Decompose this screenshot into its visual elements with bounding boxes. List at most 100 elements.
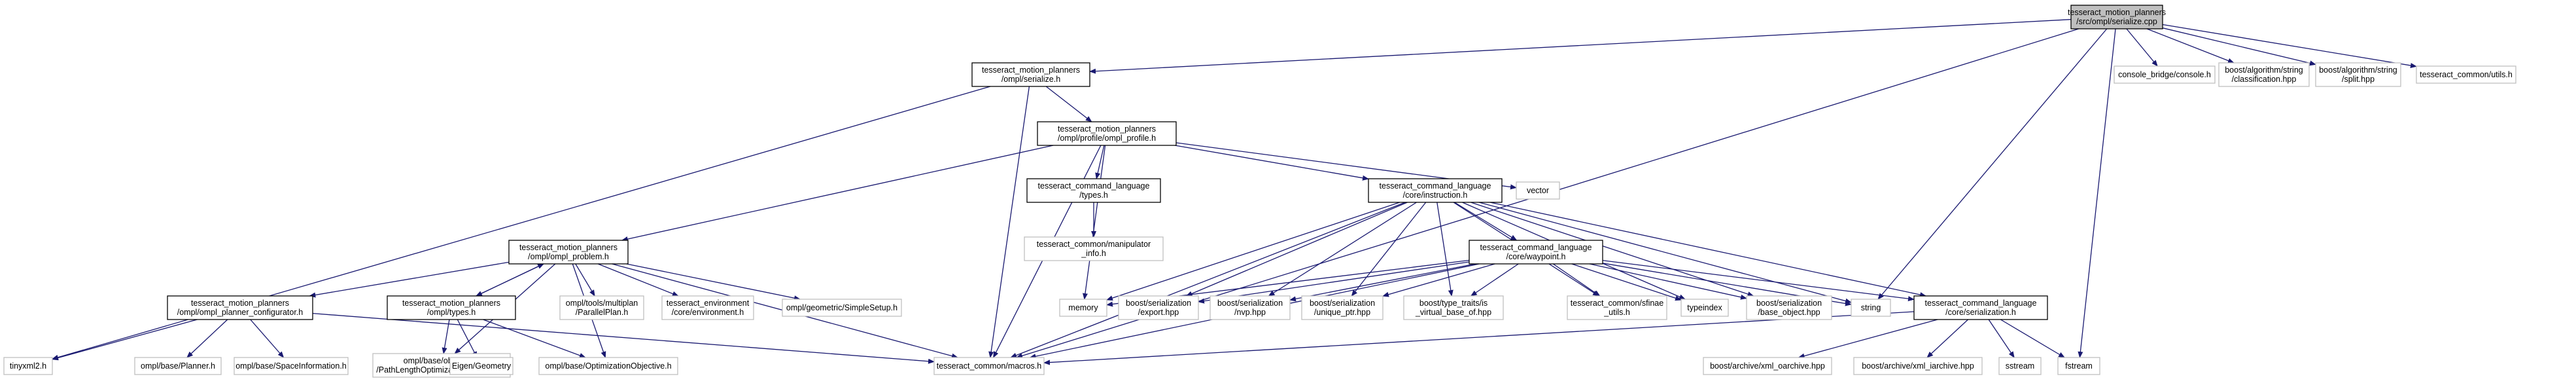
- node-label-line: tesseract_common/utils.h: [2420, 70, 2513, 79]
- node-box: [1853, 357, 1983, 375]
- node-instruction[interactable]: tesseract_command_language/core/instruct…: [1368, 178, 1503, 203]
- edge-serialize_h-to-ompl_profile: [1045, 86, 1092, 122]
- node-box: [1368, 178, 1503, 203]
- edge-planner_configurator-to-planner_h: [186, 319, 228, 358]
- node-planner_configurator[interactable]: tesseract_motion_planners/ompl/ompl_plan…: [167, 295, 313, 320]
- dependency-nodes: tesseract_motion_planners/src/ompl/seria…: [3, 5, 2516, 378]
- node-serialize_h[interactable]: tesseract_motion_planners/ompl/serialize…: [971, 62, 1090, 87]
- node-label-line: string: [1861, 303, 1881, 312]
- node-label-line: tesseract_motion_planners: [1058, 124, 1156, 134]
- edge-ompl_problem-to-parallel_plan: [575, 263, 595, 297]
- node-label-line: ompl/base/Planner.h: [141, 361, 215, 371]
- edge-root-to-console: [2126, 28, 2158, 67]
- node-manipulator_info: tesseract_common/manipulator_info.h: [1024, 236, 1164, 261]
- node-label-line: boost/algorithm/string: [2319, 65, 2397, 75]
- edge-waypoint-to-base_object: [1589, 263, 1747, 300]
- node-waypoint[interactable]: tesseract_command_language/core/waypoint…: [1469, 240, 1603, 265]
- node-label-line: boost/serialization: [1756, 299, 1822, 308]
- node-label-line: /core/serialization.h: [1945, 308, 2016, 317]
- node-macros: tesseract_common/macros.h: [933, 357, 1045, 375]
- edge-ompl_profile-to-memory: [1083, 145, 1106, 300]
- node-label-line: tesseract_motion_planners: [402, 299, 500, 308]
- node-environment: tesseract_environment/core/environment.h: [661, 295, 754, 320]
- node-box: [2416, 65, 2516, 84]
- node-label-line: memory: [1068, 303, 1098, 312]
- edge-root-to-classification: [2146, 28, 2235, 64]
- node-box: [1469, 240, 1603, 265]
- node-label-line: /core/instruction.h: [1403, 191, 1468, 200]
- node-is_virtual_base: boost/type_traits/is_virtual_base_of.hpp: [1403, 295, 1504, 320]
- edge-waypoint-to-is_virtual_base: [1470, 263, 1519, 297]
- node-box: [1301, 295, 1384, 320]
- node-label-line: /ompl/serialize.h: [1001, 75, 1060, 84]
- node-label-line: boost/serialization: [1310, 299, 1375, 308]
- node-box: [1118, 295, 1199, 320]
- node-box: [1403, 295, 1504, 320]
- node-label-line: tesseract_command_language: [1038, 181, 1150, 191]
- node-label-line: boost/serialization: [1126, 299, 1191, 308]
- node-classification: boost/algorithm/string/classification.hp…: [2218, 62, 2310, 87]
- node-label-line: _utils.h: [1603, 308, 1630, 317]
- node-label-line: /export.hpp: [1138, 308, 1179, 317]
- node-label-line: /unique_ptr.hpp: [1314, 308, 1370, 317]
- edge-planner_configurator-to-tinyxml2: [52, 319, 198, 361]
- node-box: [3, 357, 53, 375]
- edge-instruction-to-nvp: [1268, 202, 1417, 297]
- edge-waypoint-to-cl_serialization: [1602, 260, 1915, 302]
- node-label-line: boost/serialization: [1217, 299, 1283, 308]
- node-label-line: _info.h: [1081, 249, 1106, 258]
- node-label-line: ompl/base/SpaceInformation.h: [235, 361, 347, 371]
- node-ompl_profile[interactable]: tesseract_motion_planners/ompl/profile/o…: [1037, 121, 1177, 146]
- edge-instruction-to-unique_ptr: [1351, 202, 1427, 297]
- edge-waypoint-to-sfinae: [1552, 263, 1601, 297]
- node-box: [1567, 295, 1667, 320]
- edge-waypoint-to-export: [1198, 261, 1470, 304]
- edge-cl_serialization-to-macros: [1043, 311, 1915, 365]
- node-label-line: ompl/geometric/SimpleSetup.h: [786, 303, 897, 312]
- node-label-line: tesseract_motion_planners: [519, 243, 618, 252]
- node-label-line: /classification.hpp: [2232, 75, 2297, 84]
- edge-cl_serialization-to-fstream: [2000, 319, 2065, 358]
- node-box: [1746, 295, 1832, 320]
- edge-root-to-split: [2162, 28, 2316, 66]
- node-label-line: boost/algorithm/string: [2225, 65, 2303, 75]
- edge-ompl_profile-to-cl_types: [1095, 145, 1105, 179]
- node-box: [661, 295, 754, 320]
- node-label-line: tesseract_motion_planners: [2068, 8, 2166, 17]
- edge-cl_serialization-to-xml_oarchive: [1798, 319, 1938, 359]
- node-cl_types[interactable]: tesseract_command_language/types.h: [1026, 178, 1161, 203]
- node-sstream: sstream: [1998, 357, 2042, 375]
- node-box: [1037, 121, 1177, 146]
- edge-instruction-to-export: [1185, 202, 1408, 297]
- node-label-line: tesseract_environment: [667, 299, 750, 308]
- node-label-line: ompl/base/OptimizationObjective.h: [545, 361, 671, 371]
- node-xml_iarchive: boost/archive/xml_iarchive.hpp: [1853, 357, 1983, 375]
- node-vector: vector: [1516, 181, 1560, 200]
- node-label-line: /ompl/ompl_problem.h: [528, 252, 609, 261]
- node-mp_types[interactable]: tesseract_motion_planners/ompl/types.h: [387, 295, 516, 320]
- node-cl_serialization[interactable]: tesseract_command_language/core/serializ…: [1913, 295, 2048, 320]
- node-label-line: Eigen/Geometry: [452, 361, 512, 371]
- node-tinyxml2: tinyxml2.h: [3, 357, 53, 375]
- node-box: [1680, 299, 1729, 317]
- edge-root-to-string: [1877, 28, 2108, 300]
- node-sfinae: tesseract_common/sfinae_utils.h: [1567, 295, 1667, 320]
- node-box: [2218, 62, 2310, 87]
- node-box: [508, 240, 629, 265]
- node-ompl_problem[interactable]: tesseract_motion_planners/ompl/ompl_prob…: [508, 240, 629, 265]
- node-box: [1516, 181, 1560, 200]
- node-box: [971, 62, 1090, 87]
- node-label-line: /core/environment.h: [672, 308, 744, 317]
- node-label-line: tesseract_common/macros.h: [937, 361, 1042, 371]
- node-planner_h: ompl/base/Planner.h: [134, 357, 222, 375]
- edge-planner_configurator-to-macros: [312, 312, 935, 364]
- node-label-line: /ParallelPlan.h: [576, 308, 629, 317]
- edge-serialize_h-to-macros: [988, 86, 1030, 358]
- node-root[interactable]: tesseract_motion_planners/src/ompl/seria…: [2068, 5, 2166, 29]
- node-fstream: fstream: [2057, 357, 2100, 375]
- node-label-line: boost/archive/xml_iarchive.hpp: [1862, 361, 1974, 371]
- edge-ompl_profile-to-instruction: [1174, 145, 1369, 181]
- node-box: [538, 357, 678, 375]
- node-label-line: tesseract_command_language: [1925, 299, 2037, 308]
